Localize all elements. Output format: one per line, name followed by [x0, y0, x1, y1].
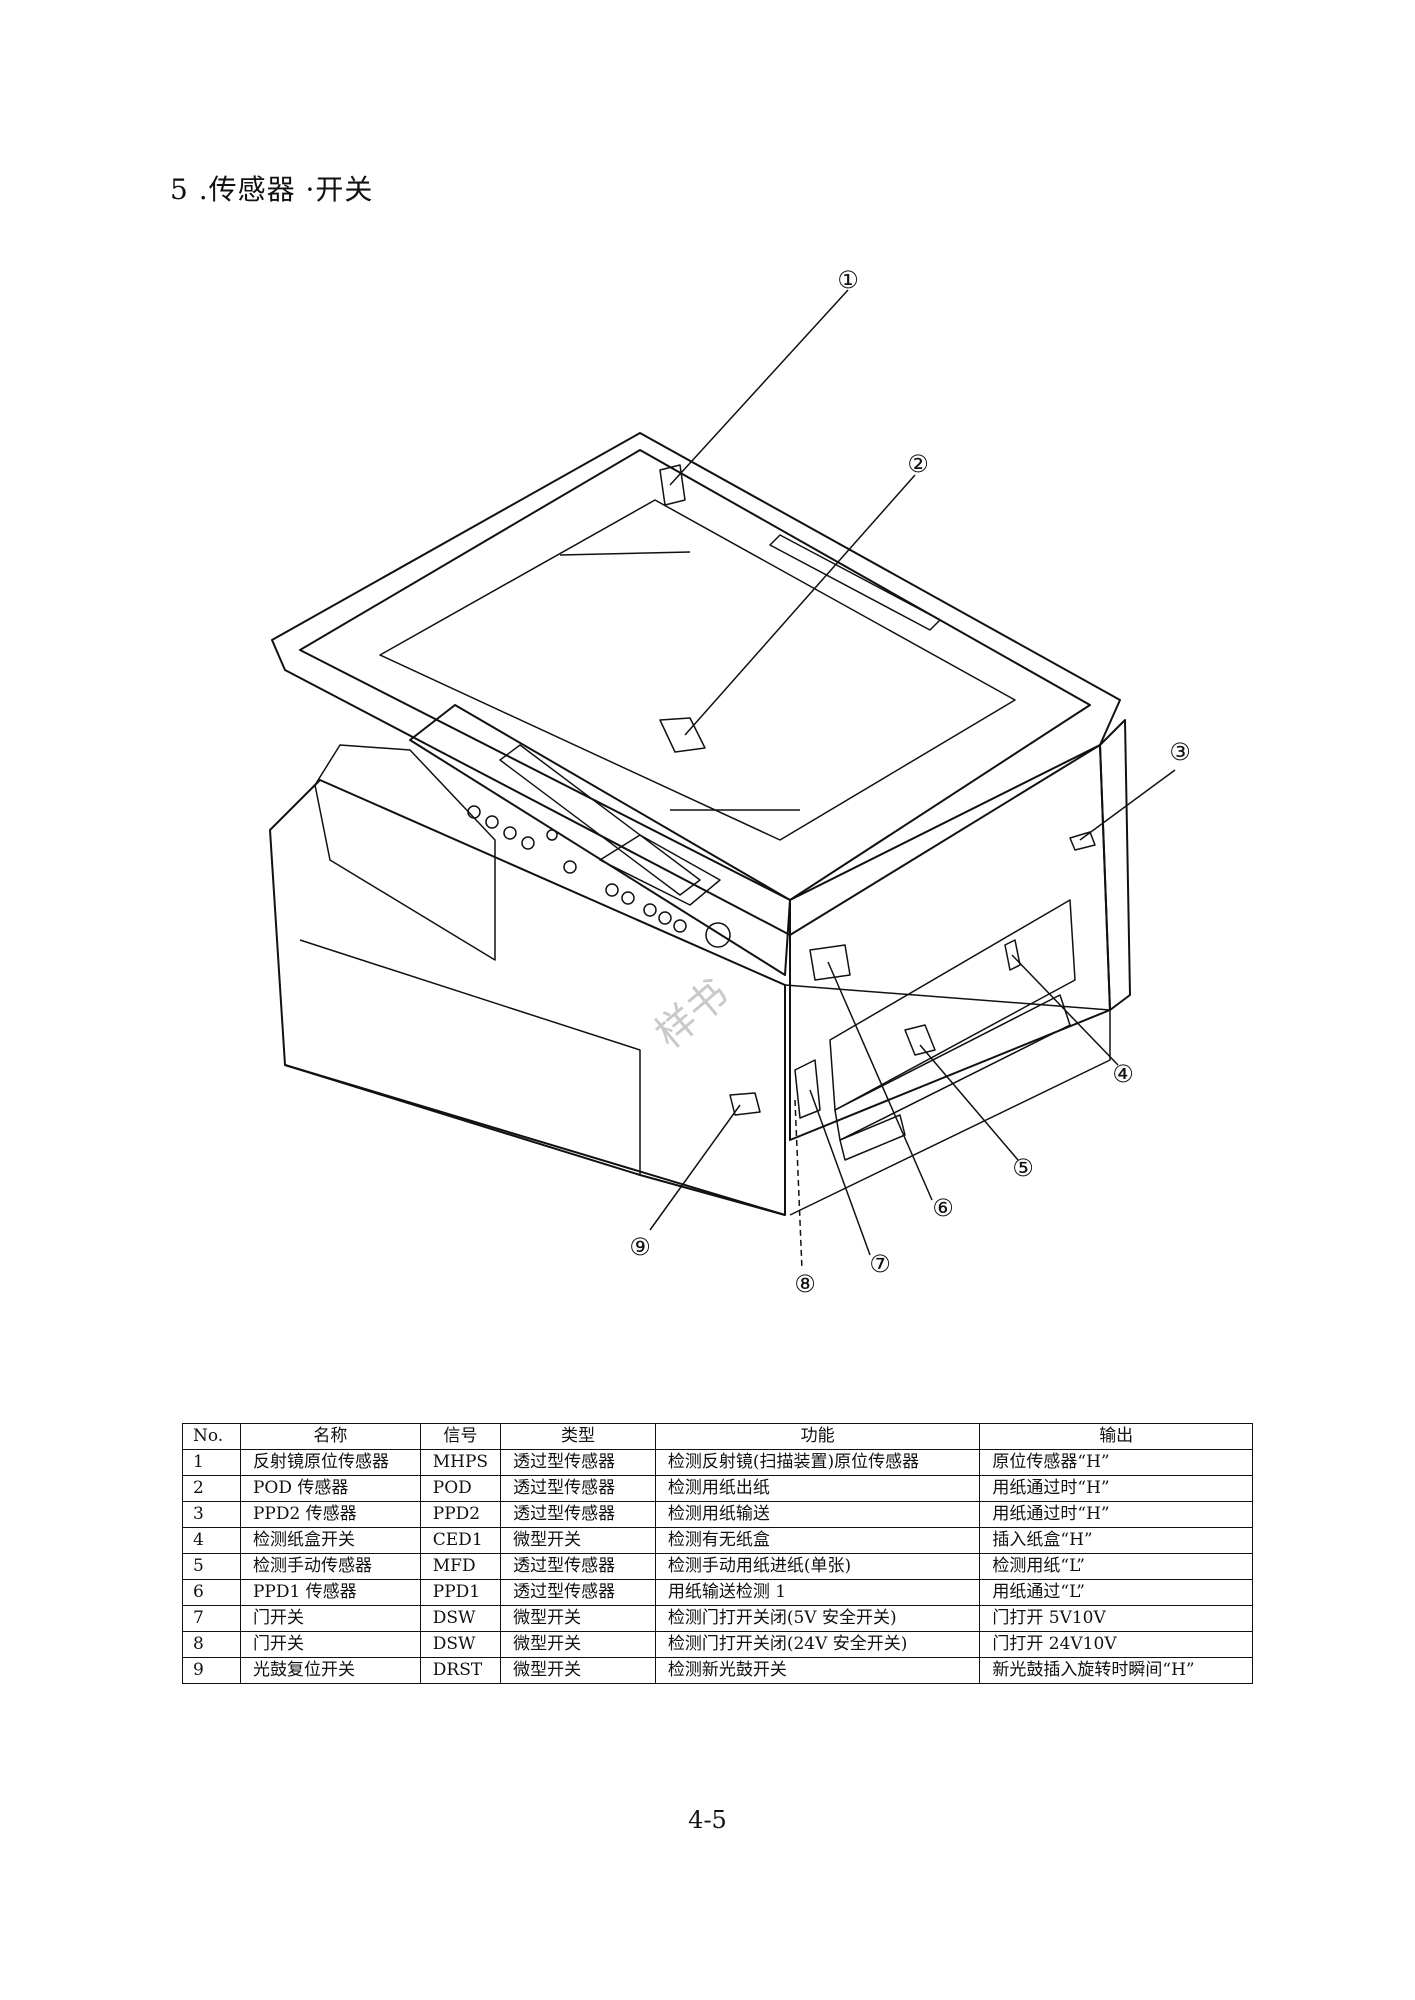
callout-4: ④	[1112, 1060, 1134, 1088]
callout-5: ⑤	[1012, 1154, 1034, 1182]
sensor-switch-table: No. 名称 信号 类型 功能 输出 1 反射镜原位传感器 MHPS 透过型传感…	[182, 1423, 1253, 1684]
column-header-no: No.	[182, 1423, 241, 1450]
cell-name: PPD2 传感器	[239, 1501, 421, 1528]
cell-output: 插入纸盒“H”	[979, 1527, 1253, 1554]
cell-output: 用纸通过时“H”	[979, 1475, 1253, 1502]
cell-output: 原位传感器“H”	[979, 1449, 1253, 1476]
cell-type: 透过型传感器	[500, 1579, 656, 1606]
cell-name: 检测纸盒开关	[239, 1527, 421, 1554]
cell-name: 反射镜原位传感器	[239, 1449, 421, 1476]
cell-no: 8	[182, 1631, 241, 1658]
cell-signal: DSW	[419, 1631, 502, 1658]
section-heading: 5 .传感器 ·开关	[170, 173, 374, 206]
table-row: 5 检测手动传感器 MFD 透过型传感器 检测手动用纸进纸(单张) 检测用纸“L…	[182, 1553, 1253, 1580]
cell-signal: MFD	[419, 1553, 502, 1580]
cell-function: 检测有无纸盒	[654, 1527, 981, 1554]
table-row: 8 门开关 DSW 微型开关 检测门打开关闭(24V 安全开关) 门打开 24V…	[182, 1631, 1253, 1658]
cell-output: 新光鼓插入旋转时瞬间“H”	[979, 1657, 1253, 1684]
watermark-text: 样书	[647, 971, 738, 1058]
cell-function: 检测用纸出纸	[654, 1475, 981, 1502]
cell-name: PPD1 传感器	[239, 1579, 421, 1606]
callout-1: ①	[837, 266, 859, 294]
cell-type: 微型开关	[500, 1527, 656, 1554]
cell-function: 用纸输送检测 1	[654, 1579, 981, 1606]
cell-signal: PPD2	[419, 1501, 502, 1528]
cell-signal: DRST	[419, 1657, 502, 1684]
cell-no: 9	[182, 1657, 241, 1684]
column-header-output: 输出	[979, 1423, 1253, 1450]
cell-type: 微型开关	[500, 1631, 656, 1658]
cell-type: 透过型传感器	[500, 1475, 656, 1502]
cell-name: 检测手动传感器	[239, 1553, 421, 1580]
cell-no: 3	[182, 1501, 241, 1528]
cell-output: 门打开 5V10V	[979, 1605, 1253, 1632]
copier-sensor-diagram: 样书 ① ② ③ ④ ⑤ ⑥ ⑦ ⑧ ⑨	[269, 266, 1191, 1298]
cell-name: 门开关	[239, 1631, 421, 1658]
cell-function: 检测用纸输送	[654, 1501, 981, 1528]
cell-name: 门开关	[239, 1605, 421, 1632]
table-row: 2 POD 传感器 POD 透过型传感器 检测用纸出纸 用纸通过时“H”	[182, 1475, 1253, 1502]
column-header-name: 名称	[239, 1423, 421, 1450]
cell-no: 1	[182, 1449, 241, 1476]
cell-signal: DSW	[419, 1605, 502, 1632]
column-header-function: 功能	[654, 1423, 981, 1450]
table-row: 1 反射镜原位传感器 MHPS 透过型传感器 检测反射镜(扫描装置)原位传感器 …	[182, 1449, 1253, 1476]
cell-output: 门打开 24V10V	[979, 1631, 1253, 1658]
cell-function: 检测门打开关闭(5V 安全开关)	[654, 1605, 981, 1632]
cell-no: 7	[182, 1605, 241, 1632]
table-row: 3 PPD2 传感器 PPD2 透过型传感器 检测用纸输送 用纸通过时“H”	[182, 1501, 1253, 1528]
column-header-type: 类型	[500, 1423, 656, 1450]
callout-9: ⑨	[629, 1233, 651, 1261]
cell-no: 2	[182, 1475, 241, 1502]
table-row: 4 检测纸盒开关 CED1 微型开关 检测有无纸盒 插入纸盒“H”	[182, 1527, 1253, 1554]
cell-function: 检测反射镜(扫描装置)原位传感器	[654, 1449, 981, 1476]
page-number: 4-5	[688, 1806, 727, 1834]
column-header-signal: 信号	[419, 1423, 502, 1450]
callout-6: ⑥	[932, 1194, 954, 1222]
callout-7: ⑦	[869, 1250, 891, 1278]
callout-3: ③	[1169, 738, 1191, 766]
cell-no: 6	[182, 1579, 241, 1606]
cell-output: 用纸通过时“H”	[979, 1501, 1253, 1528]
table-header-row: No. 名称 信号 类型 功能 输出	[182, 1423, 1253, 1450]
cell-function: 检测门打开关闭(24V 安全开关)	[654, 1631, 981, 1658]
callout-8: ⑧	[794, 1270, 816, 1298]
cell-no: 5	[182, 1553, 241, 1580]
cell-type: 透过型传感器	[500, 1449, 656, 1476]
cell-type: 微型开关	[500, 1605, 656, 1632]
table-row: 9 光鼓复位开关 DRST 微型开关 检测新光鼓开关 新光鼓插入旋转时瞬间“H”	[182, 1657, 1253, 1684]
table-row: 7 门开关 DSW 微型开关 检测门打开关闭(5V 安全开关) 门打开 5V10…	[182, 1605, 1253, 1632]
cell-signal: CED1	[419, 1527, 502, 1554]
cell-signal: PPD1	[419, 1579, 502, 1606]
table-row: 6 PPD1 传感器 PPD1 透过型传感器 用纸输送检测 1 用纸通过“L”	[182, 1579, 1253, 1606]
cell-output: 检测用纸“L”	[979, 1553, 1253, 1580]
cell-type: 透过型传感器	[500, 1501, 656, 1528]
cell-function: 检测手动用纸进纸(单张)	[654, 1553, 981, 1580]
cell-output: 用纸通过“L”	[979, 1579, 1253, 1606]
cell-name: POD 传感器	[239, 1475, 421, 1502]
cell-signal: POD	[419, 1475, 502, 1502]
cell-no: 4	[182, 1527, 241, 1554]
cell-type: 透过型传感器	[500, 1553, 656, 1580]
callout-2: ②	[907, 450, 929, 478]
cell-type: 微型开关	[500, 1657, 656, 1684]
cell-signal: MHPS	[419, 1449, 502, 1476]
cell-function: 检测新光鼓开关	[654, 1657, 981, 1684]
cell-name: 光鼓复位开关	[239, 1657, 421, 1684]
